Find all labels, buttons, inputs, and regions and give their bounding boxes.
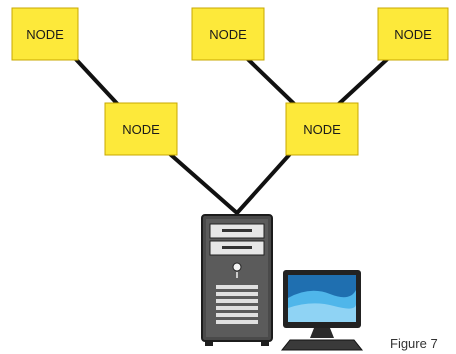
node-label: NODE	[26, 27, 64, 42]
node-label: NODE	[209, 27, 247, 42]
computer-tower-icon	[201, 211, 273, 346]
node-label: NODE	[394, 27, 432, 42]
desktop-monitor-icon	[280, 270, 364, 351]
node-label: NODE	[303, 122, 341, 137]
node-n2: NODE	[191, 7, 265, 61]
node-n5: NODE	[285, 102, 359, 156]
figure-caption: Figure 7	[390, 336, 438, 351]
node-label: NODE	[122, 122, 160, 137]
node-n1: NODE	[11, 7, 79, 61]
node-n3: NODE	[377, 7, 449, 61]
node-n4: NODE	[104, 102, 178, 156]
